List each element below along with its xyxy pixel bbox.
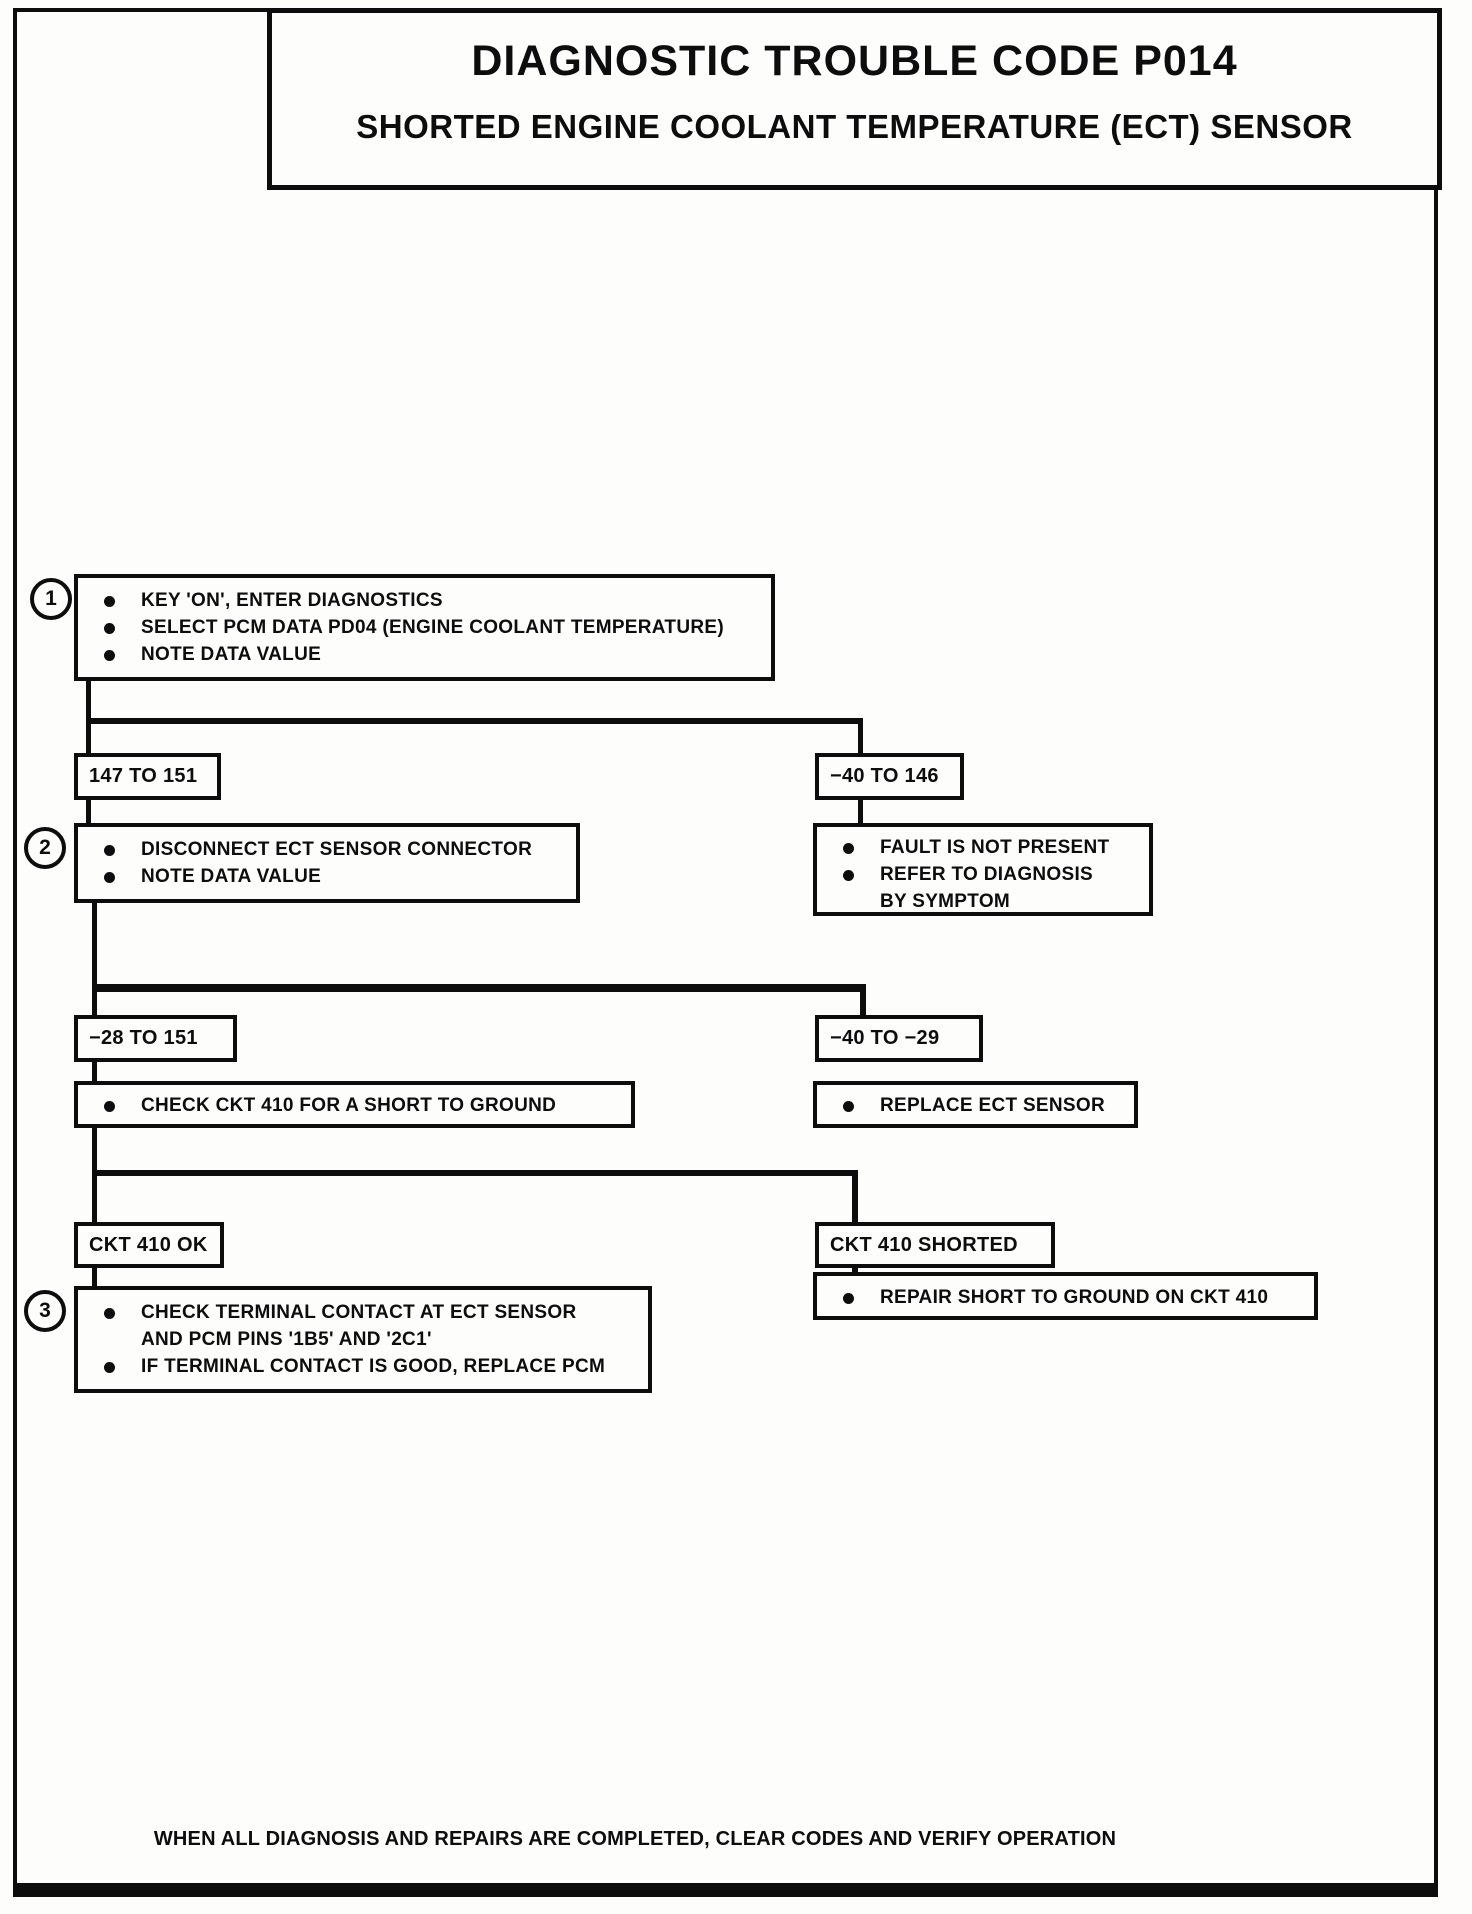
value-label: −40 TO 146 (830, 765, 939, 787)
step2-bullet-1: DISCONNECT ECT SENSOR CONNECTOR (141, 839, 533, 860)
check-ckt410-label: CHECK CKT 410 FOR A SHORT TO GROUND (141, 1095, 557, 1116)
connector-branch3-right-down (852, 1170, 858, 1224)
repair-short-label: REPAIR SHORT TO GROUND ON CKT 410 (880, 1287, 1269, 1308)
bullet-icon (843, 870, 854, 881)
value-label: CKT 410 OK (89, 1233, 208, 1256)
value-label: 147 TO 151 (89, 765, 198, 787)
bullet-icon (843, 843, 854, 854)
connector-neg28-to-check (92, 1060, 97, 1083)
bullet-icon (104, 650, 115, 661)
list-item: REPAIR SHORT TO GROUND ON CKT 410 (843, 1284, 1308, 1311)
list-item: KEY 'ON', ENTER DIAGNOSTICS (104, 587, 765, 614)
list-item: NOTE DATA VALUE (104, 863, 570, 890)
step1-bullet-2: SELECT PCM DATA PD04 (ENGINE COOLANT TEM… (141, 617, 724, 638)
connector-branch2-horizontal (92, 984, 866, 992)
list-item: CHECK TERMINAL CONTACT AT ECT SENSOR (104, 1299, 642, 1326)
step3-line-2: AND PCM PINS '1B5' AND '2C1' (141, 1329, 432, 1350)
bullet-icon (843, 1293, 854, 1304)
connector-branch1-right-down (858, 718, 863, 755)
flowchart-box-value-147-151: 147 TO 151 (74, 753, 221, 800)
flowchart-box-repair-short: REPAIR SHORT TO GROUND ON CKT 410 (813, 1272, 1318, 1320)
bullet-icon (104, 1101, 115, 1112)
fault-line-3: BY SYMPTOM (880, 891, 1011, 912)
title-box: DIAGNOSTIC TROUBLE CODE P014 SHORTED ENG… (267, 8, 1442, 190)
step3-line-1: CHECK TERMINAL CONTACT AT ECT SENSOR (141, 1302, 577, 1323)
list-item: FAULT IS NOT PRESENT (843, 834, 1143, 861)
fault-line-2: REFER TO DIAGNOSIS (880, 864, 1094, 885)
step-number-circle-2: 2 (24, 827, 66, 869)
flowchart-box-step3: CHECK TERMINAL CONTACT AT ECT SENSOR AND… (74, 1286, 652, 1393)
flowchart-box-replace-ect-sensor: REPLACE ECT SENSOR (813, 1081, 1138, 1128)
list-item: SELECT PCM DATA PD04 (ENGINE COOLANT TEM… (104, 614, 765, 641)
connector-step1-down (86, 678, 91, 755)
step1-bullet-1: KEY 'ON', ENTER DIAGNOSTICS (141, 590, 443, 611)
replace-ect-label: REPLACE ECT SENSOR (880, 1095, 1105, 1116)
bullet-icon (104, 623, 115, 634)
list-item: REFER TO DIAGNOSIS (843, 861, 1143, 888)
flowchart-box-step1: KEY 'ON', ENTER DIAGNOSTICS SELECT PCM D… (74, 574, 775, 681)
bullet-icon (104, 1308, 115, 1319)
flowchart-box-value-neg28-151: −28 TO 151 (74, 1015, 237, 1062)
fault-line-1: FAULT IS NOT PRESENT (880, 837, 1110, 858)
page-border (13, 8, 1438, 1897)
step-number-label: 1 (45, 587, 57, 610)
list-item: NOTE DATA VALUE (104, 641, 765, 668)
flowchart-box-step2: DISCONNECT ECT SENSOR CONNECTOR NOTE DAT… (74, 823, 580, 903)
flowchart-box-ckt410-shorted: CKT 410 SHORTED (815, 1222, 1055, 1268)
connector-147-to-step2 (86, 798, 91, 825)
list-item: AND PCM PINS '1B5' AND '2C1' (104, 1326, 642, 1353)
connector-shorted-to-repair (852, 1266, 858, 1276)
bullet-icon (104, 1362, 115, 1373)
flowchart-box-fault-not-present: FAULT IS NOT PRESENT REFER TO DIAGNOSIS … (813, 823, 1153, 916)
value-label: −28 TO 151 (89, 1027, 198, 1049)
page-subtitle: SHORTED ENGINE COOLANT TEMPERATURE (ECT)… (356, 108, 1353, 145)
flowchart-box-value-neg40-neg29: −40 TO −29 (815, 1015, 983, 1062)
list-item: IF TERMINAL CONTACT IS GOOD, REPLACE PCM (104, 1353, 642, 1380)
step3-line-3: IF TERMINAL CONTACT IS GOOD, REPLACE PCM (141, 1356, 606, 1377)
connector-neg40-to-fault (858, 798, 863, 825)
connector-cktok-to-step3 (92, 1266, 97, 1288)
flowchart-box-value-neg40-146: −40 TO 146 (815, 753, 964, 800)
value-label: −40 TO −29 (830, 1027, 940, 1049)
flowchart-box-ckt410-ok: CKT 410 OK (74, 1222, 224, 1268)
flowchart-box-check-ckt410: CHECK CKT 410 FOR A SHORT TO GROUND (74, 1081, 635, 1128)
list-item: DISCONNECT ECT SENSOR CONNECTOR (104, 836, 570, 863)
list-item: REPLACE ECT SENSOR (843, 1092, 1128, 1119)
step1-bullet-3: NOTE DATA VALUE (141, 644, 322, 665)
bullet-icon (104, 596, 115, 607)
bullet-icon (843, 1101, 854, 1112)
bullet-icon (104, 845, 115, 856)
connector-branch1-horizontal (86, 718, 863, 724)
step-number-label: 3 (39, 1299, 51, 1322)
list-item: BY SYMPTOM (843, 888, 1143, 915)
list-item: CHECK CKT 410 FOR A SHORT TO GROUND (104, 1092, 625, 1119)
step2-bullet-2: NOTE DATA VALUE (141, 866, 322, 887)
value-label: CKT 410 SHORTED (830, 1233, 1018, 1256)
step-number-circle-3: 3 (24, 1290, 66, 1332)
connector-branch2-right-down (860, 984, 866, 1017)
page-title: DIAGNOSTIC TROUBLE CODE P014 (471, 37, 1238, 85)
bullet-icon (104, 872, 115, 883)
step-number-circle-1: 1 (30, 578, 72, 620)
step-number-label: 2 (39, 836, 51, 859)
connector-step2-down (92, 901, 97, 1017)
footer-note: WHEN ALL DIAGNOSIS AND REPAIRS ARE COMPL… (153, 1828, 1117, 1850)
connector-branch3-horizontal (92, 1170, 858, 1176)
